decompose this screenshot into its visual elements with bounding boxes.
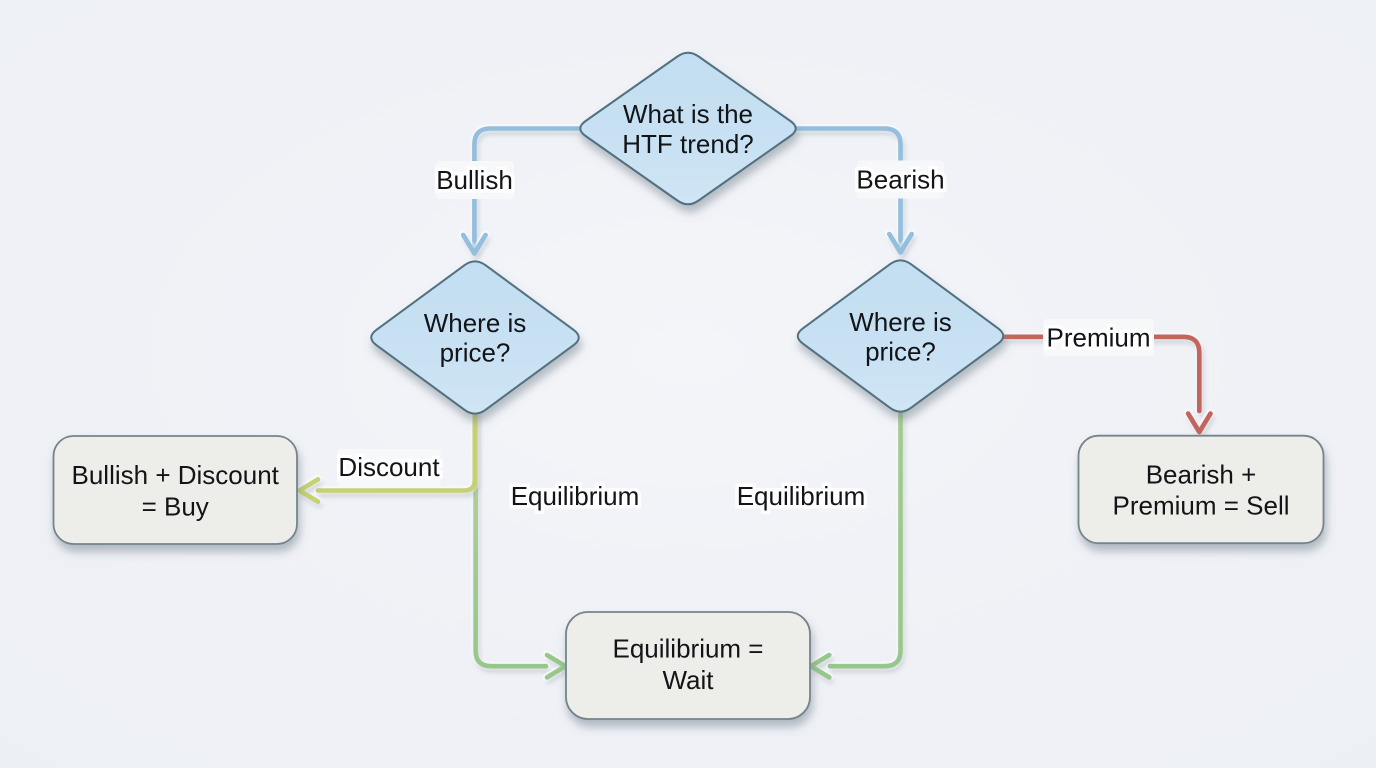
svg-text:Bearish +: Bearish +	[1146, 460, 1257, 490]
svg-text:Bullish: Bullish	[436, 165, 513, 195]
svg-text:= Buy: = Buy	[142, 492, 209, 522]
svg-text:Bullish: Bullish	[436, 165, 513, 195]
svg-text:HTF trend?: HTF trend?	[622, 129, 754, 159]
svg-text:Equilibrium: Equilibrium	[737, 481, 866, 511]
svg-text:Premium: Premium	[1046, 323, 1150, 353]
svg-text:Premium: Premium	[1046, 323, 1150, 353]
svg-text:Where is: Where is	[424, 308, 527, 338]
svg-text:price?: price?	[440, 338, 511, 368]
svg-text:Premium = Sell: Premium = Sell	[1113, 491, 1290, 521]
svg-text:Equilibrium =: Equilibrium =	[612, 634, 763, 664]
svg-text:Discount: Discount	[338, 452, 440, 482]
svg-text:Bearish: Bearish	[856, 165, 944, 195]
svg-text:Equilibrium: Equilibrium	[511, 481, 640, 511]
svg-text:Bearish: Bearish	[856, 165, 944, 195]
svg-text:Discount: Discount	[338, 452, 440, 482]
svg-text:Where is: Where is	[849, 307, 952, 337]
svg-text:What is the: What is the	[623, 99, 753, 129]
svg-text:Bullish + Discount: Bullish + Discount	[72, 460, 280, 490]
svg-text:Wait: Wait	[662, 665, 714, 695]
svg-text:Equilibrium: Equilibrium	[737, 481, 866, 511]
svg-text:Equilibrium: Equilibrium	[511, 481, 640, 511]
svg-text:price?: price?	[865, 337, 936, 367]
